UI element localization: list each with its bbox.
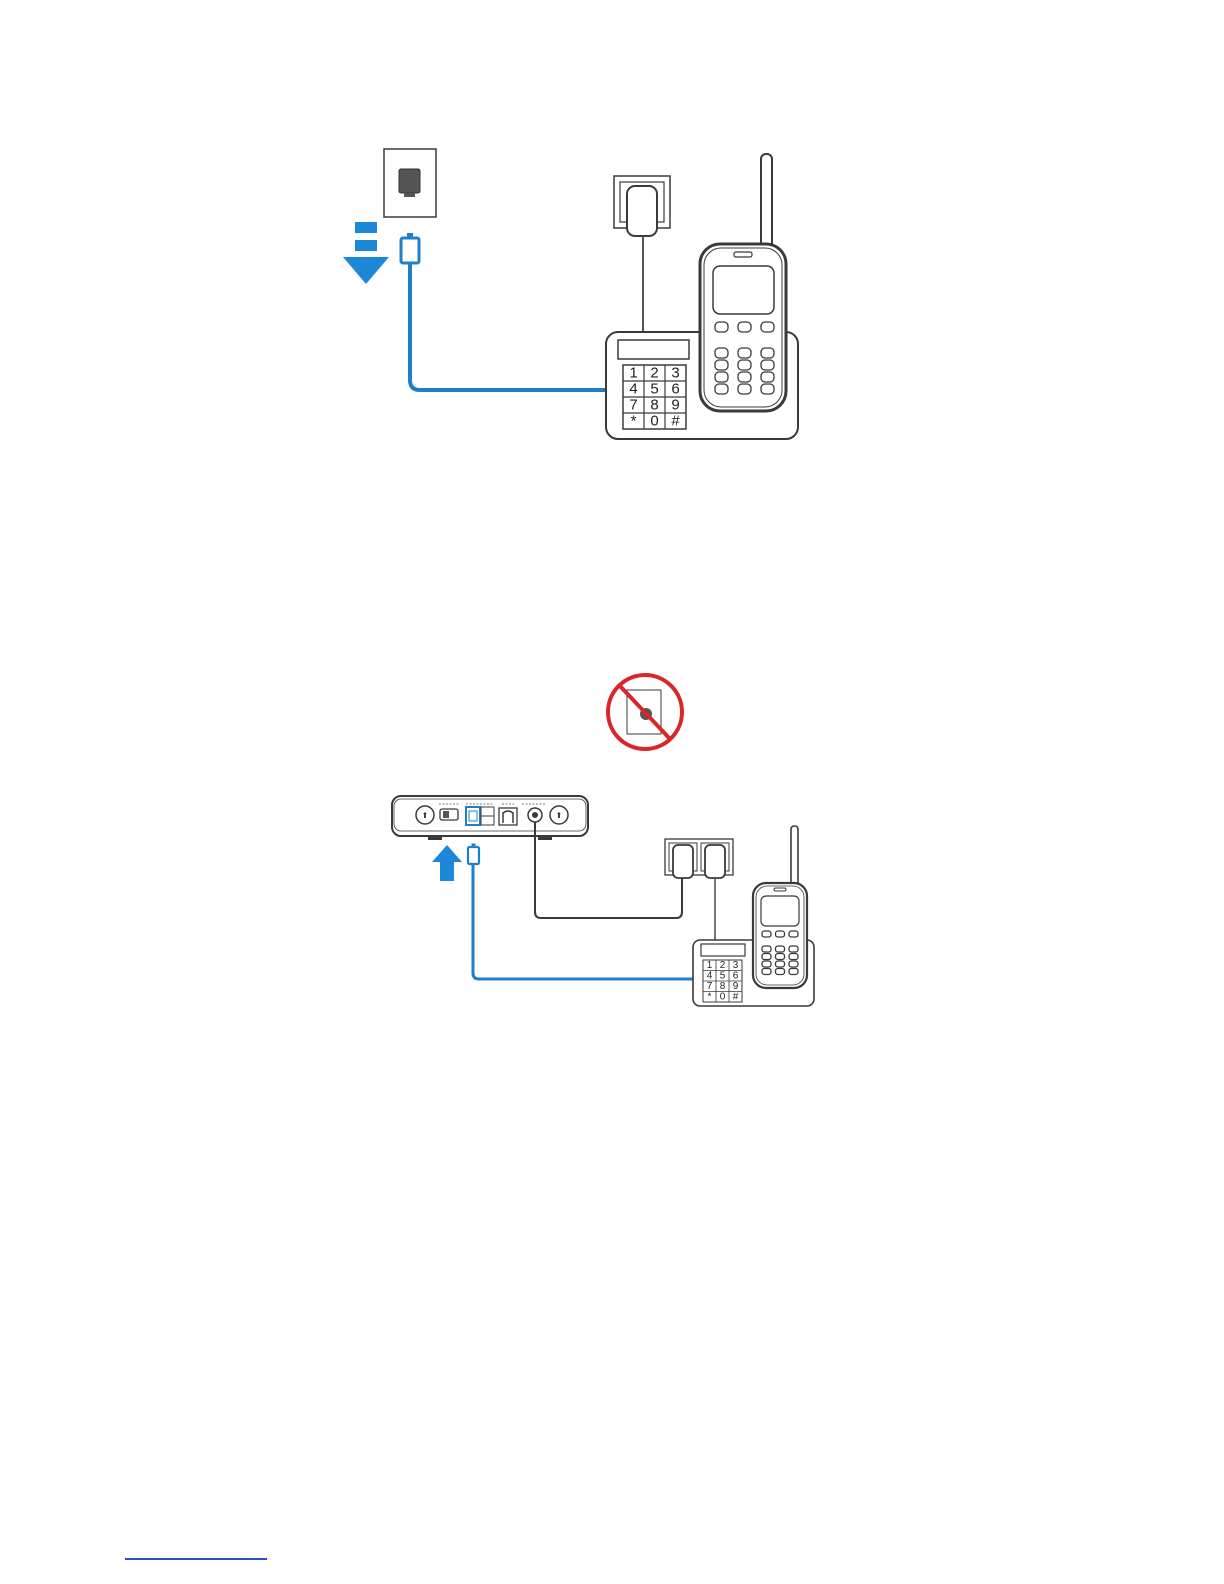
keypad-key: 1 <box>707 960 713 971</box>
keypad-key: 8 <box>720 981 726 992</box>
cordless-handset <box>753 826 807 988</box>
power-outlet <box>665 839 733 940</box>
keypad-key: 0 <box>720 992 726 1003</box>
keypad-key: # <box>733 992 739 1003</box>
svg-text:⬆: ⬆ <box>556 811 563 820</box>
svg-text:⬆: ⬆ <box>422 811 429 820</box>
keypad-key: 2 <box>720 960 726 971</box>
keypad-key: 9 <box>733 981 739 992</box>
keypad-key: 7 <box>707 981 713 992</box>
diagram-connect-gateway-phone: ⬆ ⬆ <box>0 0 1224 1100</box>
footer-link-underline[interactable] <box>125 1558 267 1560</box>
phone-cable <box>473 864 693 979</box>
rj11-plug <box>468 844 479 865</box>
keypad-key: 4 <box>707 971 713 982</box>
keypad-key: 6 <box>733 971 739 982</box>
gateway-device: ⬆ ⬆ <box>392 796 588 840</box>
no-wall-socket-icon <box>608 675 682 749</box>
keypad-key: 5 <box>720 971 726 982</box>
keypad-key: * <box>708 992 712 1003</box>
connect-arrow-icon <box>432 845 462 881</box>
keypad-key: 3 <box>733 960 739 971</box>
